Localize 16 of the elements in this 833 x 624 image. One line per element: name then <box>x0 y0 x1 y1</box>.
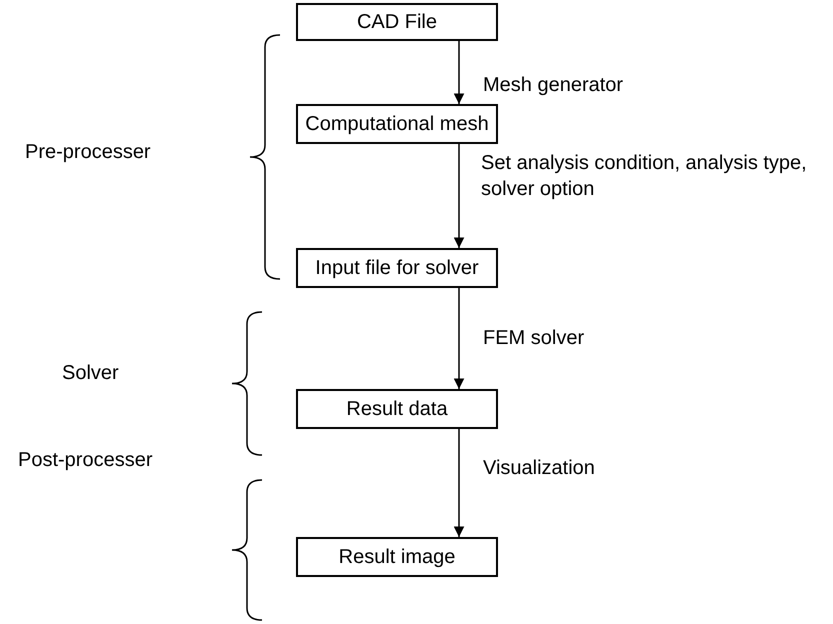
stage-label: Solver <box>62 361 119 386</box>
arrow <box>454 429 464 537</box>
arrow <box>454 288 464 389</box>
process-box: Computational mesh <box>296 104 498 144</box>
stage-label: Post-processer <box>18 448 152 473</box>
process-box: Result data <box>296 389 498 429</box>
edge-label: Set analysis condition, analysis type, solver option <box>481 151 808 202</box>
edge-label: Mesh generator <box>483 73 624 98</box>
stage-label: Pre-processer <box>25 140 151 165</box>
process-box: CAD File <box>296 3 498 41</box>
edge-label: Visualization <box>483 456 595 481</box>
process-box: Input file for solver <box>296 248 498 288</box>
arrow <box>454 144 464 248</box>
process-box: Result image <box>296 537 498 577</box>
edge-label: FEM solver <box>483 326 584 351</box>
arrow <box>454 41 464 104</box>
